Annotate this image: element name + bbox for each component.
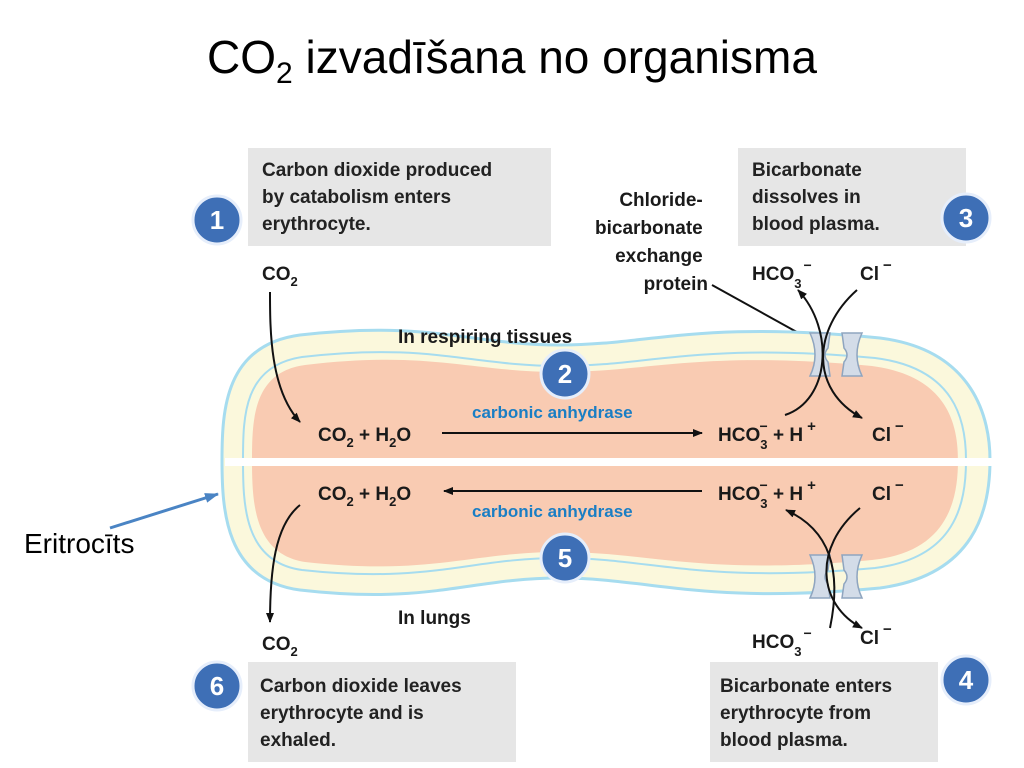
reaction-bottom-products: CO2 + H2O [318, 484, 411, 509]
chloride-entry-arrow [822, 289, 863, 419]
step4-badge: 4 [940, 654, 992, 706]
enzyme-label-top: carbonic anhydrase [472, 403, 633, 422]
step6-box [248, 662, 516, 762]
bicarbonate-outside-top: HCO3− [752, 257, 812, 291]
reaction-top-products: HCO3− + H+ [718, 418, 816, 452]
erythrocyte-label: Eritrocīts [24, 528, 135, 559]
co2-exit-arrow [266, 504, 301, 623]
bicarbonate-outside-bottom: HCO3− [752, 625, 812, 659]
step1-text: Carbon dioxide produced by catabolism en… [262, 160, 497, 235]
chloride-outside-top: Cl− [860, 257, 892, 285]
step4-box [710, 662, 938, 762]
co2-outside-bottom: CO2 [262, 634, 298, 659]
cell-divider [225, 458, 995, 466]
chloride-exit-arrow [825, 507, 863, 629]
region-tissues-label: In respiring tissues [398, 327, 572, 348]
erythrocyte-pointer-arrow [109, 492, 219, 530]
reaction-top-reactants: CO2 + H2O [318, 425, 411, 450]
co2-outside-top: CO2 [262, 264, 298, 289]
step1-badge: 1 [191, 194, 243, 246]
step6-badge: 6 [191, 660, 243, 712]
step6-text: Carbon dioxide leaves erythrocyte and is… [260, 676, 467, 751]
exchange-protein-label: Chloride- bicarbonate exchange protein [595, 190, 708, 295]
chloride-inside-top: Cl− [872, 418, 904, 446]
exchange-protein-channel-bottom [808, 554, 864, 599]
svg-text:1: 1 [210, 205, 224, 235]
step1-box [248, 148, 551, 246]
step3-box [738, 148, 966, 246]
page-title: CO2 izvadīšana no organisma [207, 31, 817, 90]
chloride-outside-bottom: Cl− [860, 621, 892, 649]
region-lungs-label: In lungs [398, 608, 471, 629]
svg-text:4: 4 [959, 665, 974, 695]
svg-text:2: 2 [558, 359, 572, 389]
erythrocyte-membrane-inner [241, 351, 968, 576]
step3-badge: 3 [940, 192, 992, 244]
bicarbonate-exit-arrow [784, 289, 824, 416]
svg-text:5: 5 [558, 543, 572, 573]
reaction-bottom-reactants: HCO3− + H+ [718, 477, 816, 511]
co2-entry-arrow [269, 291, 301, 423]
chloride-inside-bottom: Cl− [872, 477, 904, 505]
step3-text: Bicarbonate dissolves in blood plasma. [752, 160, 880, 235]
step4-text: Bicarbonate enters erythrocyte from bloo… [720, 676, 897, 751]
step2-badge: 2 [539, 348, 591, 400]
step5-badge: 5 [539, 532, 591, 584]
enzyme-label-bottom: carbonic anhydrase [472, 502, 633, 521]
svg-text:6: 6 [210, 671, 224, 701]
svg-text:3: 3 [959, 203, 973, 233]
